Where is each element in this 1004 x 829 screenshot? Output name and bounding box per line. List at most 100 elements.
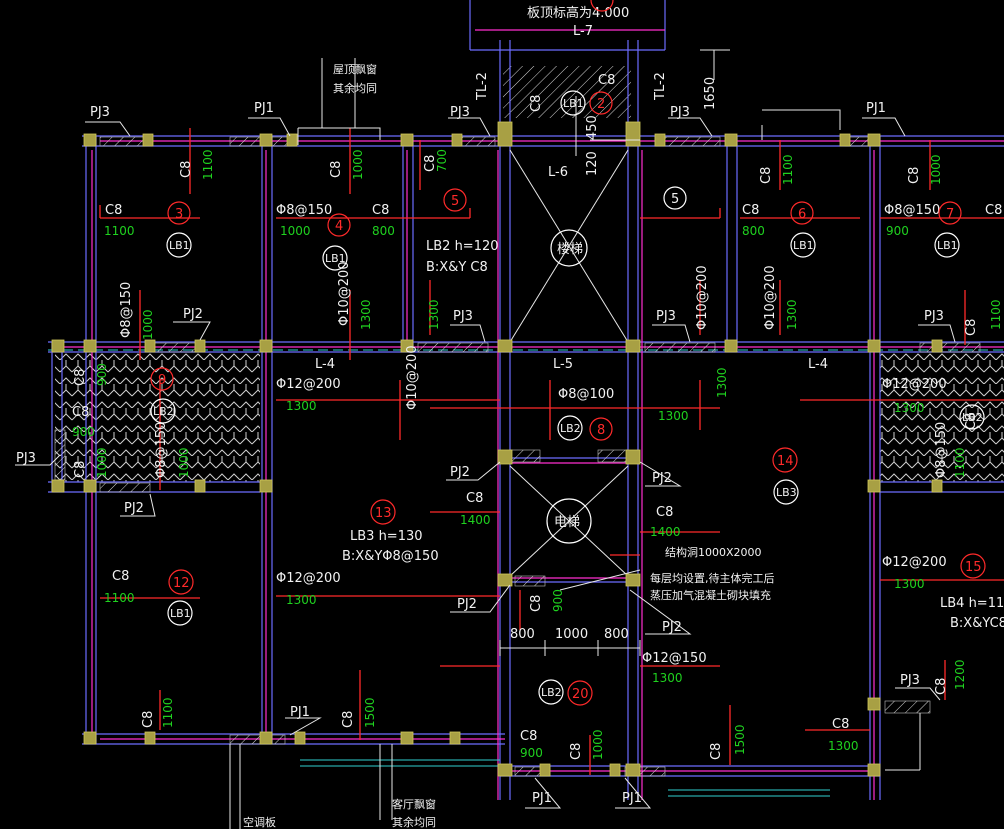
lb2-spec-a: LB2 h=120 [426,239,499,254]
len-700: 700 [435,149,449,172]
len-1400: 1400 [650,525,681,539]
hatch-zones [55,66,1004,482]
slab-tag: LB1 [170,607,191,620]
rebar-c8: C8 [105,203,122,218]
rebar-c8: C8 [520,729,537,744]
rebar-c8: C8 [72,405,89,420]
rebar-phi12-200: Φ12@200 [882,555,947,570]
beam-l7: L-7 [573,24,593,39]
hole-note-2: 每层均设置,待主体完工后 [650,571,775,585]
len-1100: 1100 [104,224,135,238]
slab-tag: LB2 [153,405,174,418]
len-900: 900 [886,224,909,238]
beam-tl2-right: TL-2 [653,72,668,101]
pj2-label: PJ2 [457,597,477,612]
rebar-c8: C8 [742,203,759,218]
window-note-1: 屋顶飘窗 [333,62,377,76]
stair-cross [509,149,629,577]
slab-number: 7 [946,207,954,222]
len-800: 800 [372,224,395,238]
rebar-phi8-150: Φ8@150 [154,422,169,478]
pj1-label: PJ1 [622,791,642,806]
slab-tag: LB1 [793,239,814,252]
slab-tag: LB1 [937,239,958,252]
rebar-c8: C8 [112,569,129,584]
bottom-note-2: 客厅飘窗 [392,797,436,811]
len-1000: 1000 [929,154,943,185]
stair-label: 楼梯 [557,242,583,257]
len-900: 900 [72,425,95,439]
green-labels: 1100 1000 800 800 900 1300 1300 1300 140… [72,149,1003,760]
slab-number: 4 [335,219,343,234]
rebar-phi8-150: Φ8@150 [119,282,134,338]
len-1100: 1100 [781,154,795,185]
grid-lines [48,349,1004,797]
len-800: 800 [742,224,765,238]
rebar-c8: C8 [529,595,544,612]
columns [51,121,943,777]
beam-tl2-left: TL-2 [475,72,490,101]
slab-number: 14 [777,454,794,469]
pj3-label: PJ3 [90,105,110,120]
rebar-c8: C8 [985,203,1002,218]
dim-800: 800 [510,627,535,642]
len-1000: 1000 [351,149,365,180]
rebar-phi10-200: Φ10@200 [695,265,710,330]
rebar-c8: C8 [423,155,438,172]
slab-tag: LB1 [169,239,190,252]
len-1500: 1500 [733,724,747,755]
bottom-note-3: 其余均同 [392,815,436,829]
rebar-c8: C8 [329,161,344,178]
rebar-phi8-150: Φ8@150 [934,422,949,478]
len-1000: 1000 [591,729,605,760]
rebar-c8: C8 [656,505,673,520]
rebar-c8: C8 [934,678,949,695]
pj3-label: PJ3 [670,105,690,120]
beam-l4-left: L-4 [315,357,335,372]
beam-l6: L-6 [548,165,568,180]
rebar-phi12-150: Φ12@150 [642,651,707,666]
len-1400: 1400 [460,513,491,527]
slab-tag: LB2 [962,411,983,424]
len-1300: 1300 [652,671,683,685]
len-1300: 1300 [785,299,799,330]
rebar-c8: C8 [73,369,88,386]
len-1500: 1500 [363,697,377,728]
rebar-phi8-100: Φ8@100 [558,387,614,402]
rebar-phi10-200: Φ10@200 [337,261,352,326]
pj3-label: PJ3 [450,105,470,120]
rebar-c8: C8 [569,743,584,760]
lb2-spec-b: B:X&Y C8 [426,260,488,275]
window-note-2: 其余均同 [333,81,377,95]
rebar-phi12-200: Φ12@200 [276,377,341,392]
len-1100: 1100 [201,149,215,180]
lb4-spec-a: LB4 h=11 [940,596,1004,611]
len-1100: 1100 [161,697,175,728]
rebar-c8: C8 [598,73,615,88]
slab-tag: LB1 [563,97,584,110]
len-1200: 1200 [953,659,967,690]
dim-1000: 1000 [555,627,588,642]
slab-number: 20 [572,687,589,702]
rebar-phi8-150: Φ8@150 [276,203,332,218]
len-1300: 1300 [359,299,373,330]
pj1-label: PJ1 [532,791,552,806]
len-900: 900 [520,746,543,760]
len-1300: 1300 [828,739,859,753]
slab-number: 5 [451,194,459,209]
beam-l5: L-5 [553,357,573,372]
len-1100: 1100 [104,591,135,605]
leader-lines [15,49,956,829]
len-900: 900 [95,363,109,386]
pj1-label: PJ1 [866,101,886,116]
rebar-c8: C8 [964,319,979,336]
len-1000: 1000 [95,447,109,478]
len-1100: 1100 [989,299,1003,330]
pj3-label: PJ3 [453,309,473,324]
len-1000: 1000 [177,447,191,478]
pj2-label: PJ2 [662,620,682,635]
hole-note: 结构洞1000X2000 [665,545,762,559]
rebar-c8: C8 [341,711,356,728]
hole-note-3: 蒸压加气混凝土砌块填充 [650,588,771,602]
